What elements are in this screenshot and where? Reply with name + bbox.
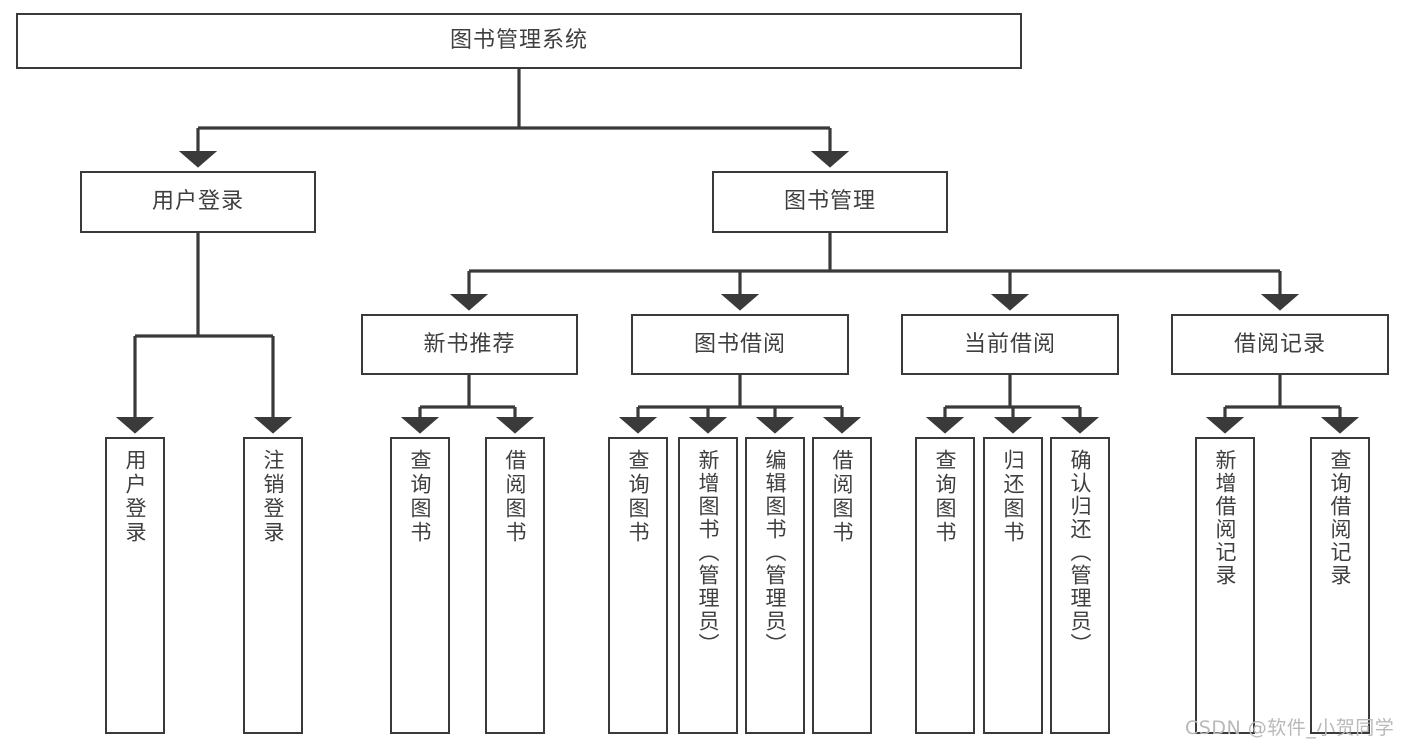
leaf-logout-label: 注销登录 [261,449,286,545]
leaf-query-book-nbr-label: 查询图书 [408,449,433,545]
leaf-add-borrow-record-label: 新增借阅记录 [1213,449,1238,587]
node-book-borrow[interactable]: 图书借阅 [631,314,849,375]
leaf-borrow-book-nbr[interactable]: 借阅图书 [485,437,545,734]
leaf-return-book[interactable]: 归还图书 [983,437,1043,734]
leaf-user-login[interactable]: 用户登录 [105,437,165,734]
leaf-query-book-cb-label: 查询图书 [933,449,958,545]
leaf-edit-book-admin-label: 编辑图书（管理员） [763,449,788,656]
leaf-edit-book-admin[interactable]: 编辑图书（管理员） [745,437,805,734]
leaf-borrow-book-bb[interactable]: 借阅图书 [812,437,872,734]
node-user-login[interactable]: 用户登录 [80,171,316,233]
leaf-add-book-admin-label: 新增图书（管理员） [696,449,721,656]
node-current-borrow-label: 当前借阅 [963,331,1056,357]
leaf-borrow-book-nbr-label: 借阅图书 [503,449,528,545]
leaf-logout[interactable]: 注销登录 [243,437,303,734]
node-borrow-record-label: 借阅记录 [1233,331,1326,357]
leaf-borrow-book-bb-label: 借阅图书 [830,449,855,545]
watermark: CSDN @软件_小贺同学 [1185,717,1395,739]
node-borrow-record[interactable]: 借阅记录 [1171,314,1389,375]
leaf-query-borrow-record[interactable]: 查询借阅记录 [1310,437,1370,734]
node-current-borrow[interactable]: 当前借阅 [901,314,1119,375]
leaf-user-login-label: 用户登录 [123,449,148,545]
leaf-query-book-cb[interactable]: 查询图书 [915,437,975,734]
node-book-borrow-label: 图书借阅 [693,331,786,357]
node-book-management-label: 图书管理 [783,189,876,215]
leaf-confirm-return-admin[interactable]: 确认归还（管理员） [1050,437,1110,734]
leaf-add-borrow-record[interactable]: 新增借阅记录 [1195,437,1255,734]
leaf-confirm-return-admin-label: 确认归还（管理员） [1068,449,1093,656]
node-new-book-recommend[interactable]: 新书推荐 [361,314,578,375]
leaf-add-book-admin[interactable]: 新增图书（管理员） [678,437,738,734]
leaf-return-book-label: 归还图书 [1001,449,1026,545]
node-new-book-recommend-label: 新书推荐 [423,331,516,357]
node-book-management[interactable]: 图书管理 [712,171,948,233]
node-root[interactable]: 图书管理系统 [16,13,1022,69]
leaf-query-book-bb-label: 查询图书 [626,449,651,545]
leaf-query-book-bb[interactable]: 查询图书 [608,437,668,734]
node-root-label: 图书管理系统 [449,28,588,54]
node-user-login-label: 用户登录 [151,189,244,215]
leaf-query-borrow-record-label: 查询借阅记录 [1328,449,1353,587]
leaf-query-book-nbr[interactable]: 查询图书 [390,437,450,734]
